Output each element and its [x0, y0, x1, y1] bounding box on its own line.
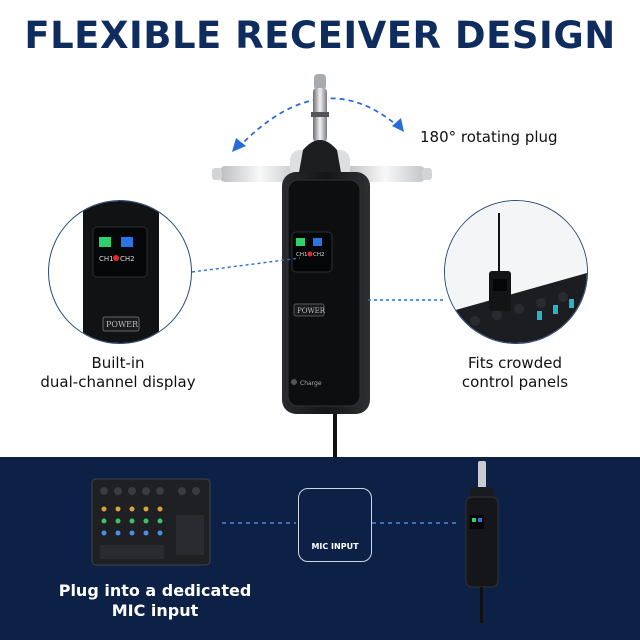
display-closeup-circle: CH1 CH2 POWER	[48, 200, 192, 344]
mic-label-line2: MIC input	[111, 601, 199, 620]
arc-arrow-left	[232, 138, 246, 152]
display-label: Built-in dual-channel display	[20, 354, 216, 392]
arc-arrow-right	[392, 118, 404, 132]
page-title: FLEXIBLE RECEIVER DESIGN	[24, 14, 616, 57]
bottom-band: MIC INPUT Plug into a dedicated MIC inpu…	[0, 457, 640, 640]
display-label-line1: Built-in	[91, 354, 145, 372]
device-ch1: CH1	[296, 252, 307, 258]
device-ch2: CH2	[313, 252, 324, 258]
svg-text:CH1: CH1	[99, 255, 114, 263]
rotation-arc	[237, 97, 401, 149]
receiver-illustration: CH1 CH2 POWER Charge	[191, 74, 444, 470]
device-power: POWER	[297, 307, 326, 315]
mic-label: Plug into a dedicated MIC input	[50, 581, 260, 621]
rotating-plug-label: 180° rotating plug	[420, 128, 558, 146]
mixer-closeup-circle	[444, 200, 588, 344]
device-charge: Charge	[300, 380, 322, 387]
display-label-line2: dual-channel display	[40, 373, 196, 391]
mic-input-box: MIC INPUT	[298, 488, 372, 562]
mic-input-label: MIC INPUT	[311, 542, 359, 551]
panels-label-line2: control panels	[461, 373, 569, 391]
svg-text:CH2: CH2	[120, 255, 135, 263]
mic-label-line1: Plug into a dedicated	[58, 581, 252, 600]
panels-label: Fits crowded control panels	[420, 354, 610, 392]
panels-label-line1: Fits crowded	[468, 354, 562, 372]
svg-text:POWER: POWER	[106, 320, 139, 329]
